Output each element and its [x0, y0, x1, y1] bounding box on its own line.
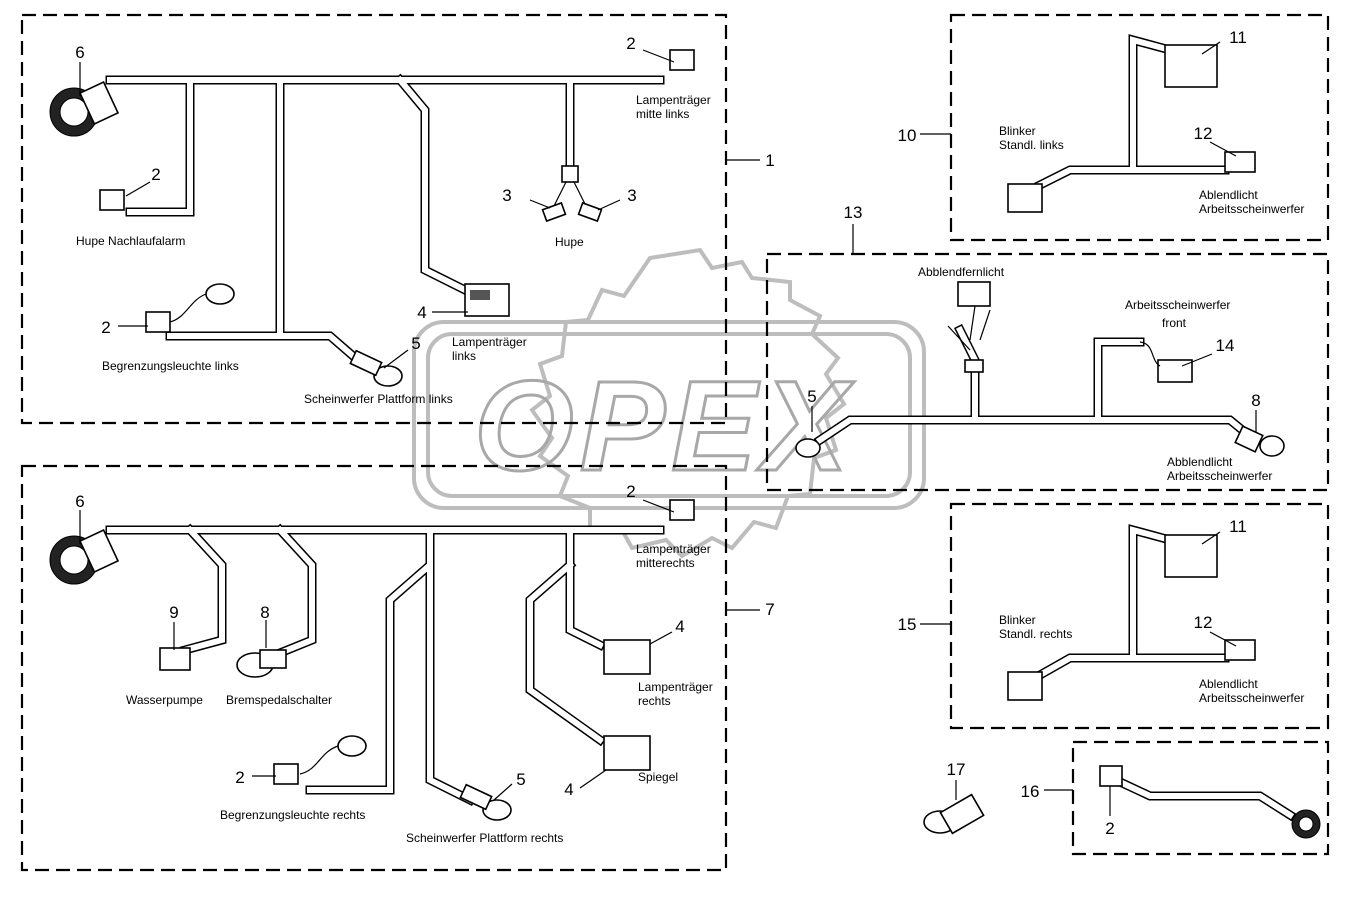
callout-9: 9: [169, 603, 178, 622]
harness-group-7: [49, 499, 695, 821]
opex-watermark: OPEX: [412, 247, 926, 559]
leader-lines: [79, 41, 1257, 816]
callout-2: 2: [101, 318, 110, 337]
callout-13: 13: [844, 203, 863, 222]
group-7-box: [20, 464, 728, 872]
label-ablendlicht-line2: Arbeitsscheinwerfer: [1199, 202, 1304, 216]
label-abblendlicht-line2: Arbeitsscheinwerfer: [1167, 469, 1272, 483]
label-lampentraeger-mitterechts-line2: mitterechts: [636, 556, 695, 570]
callout-3: 3: [627, 186, 636, 205]
label-lampentraeger-mitte-links-line1: Lampenträger: [636, 93, 711, 107]
labels-group-1: Hupe Nachlaufalarm Lampenträger mitte li…: [76, 93, 711, 406]
callout-6: 6: [75, 492, 84, 511]
label-abblendfernlicht: Abblendfernlicht: [918, 265, 1005, 279]
label-abblendlicht-line1: Abblendlicht: [1167, 455, 1233, 469]
watermark-text: OPEX: [474, 355, 854, 498]
label-arbeitsscheinwerfer-front-line1: Arbeitsscheinwerfer: [1125, 298, 1230, 312]
label-lampentraeger-mitte-links-line2: mitte links: [636, 107, 689, 121]
callout-7: 7: [765, 600, 774, 619]
callout-4: 4: [564, 780, 573, 799]
label-lampentraeger-links-line1: Lampenträger: [452, 335, 527, 349]
label-blinker-line1: Blinker: [999, 124, 1036, 138]
group-1-box: [20, 13, 728, 425]
label-lampentraeger-rechts-line2: rechts: [638, 694, 671, 708]
labels-group-15: Blinker Standl. rechts Ablendlicht Arbei…: [999, 613, 1304, 705]
callout-2: 2: [151, 165, 160, 184]
labels-group-13: Abblendfernlicht Arbeitsscheinwerfer fro…: [918, 265, 1272, 483]
label-begrenzungsleuchte-rechts: Begrenzungsleuchte rechts: [220, 808, 365, 822]
callout-4: 4: [675, 617, 684, 636]
label-ablendlicht-line2: Arbeitsscheinwerfer: [1199, 691, 1304, 705]
harness-group-13: [795, 281, 1285, 458]
group-15-box: [949, 502, 1330, 730]
harness-group-10: [1007, 34, 1256, 213]
callout-numbers: 6 2 2 3 3 2 4 5 1 6 2 9 8 4 7 4 2 5 10 1…: [75, 28, 1260, 838]
label-scheinwerfer-plattform-links: Scheinwerfer Plattform links: [304, 392, 453, 406]
label-lampentraeger-rechts-line1: Lampenträger: [638, 680, 713, 694]
callout-2: 2: [235, 768, 244, 787]
label-lampentraeger-links-line2: links: [452, 349, 476, 363]
label-hupe: Hupe: [555, 235, 584, 249]
labels-group-10: Blinker Standl. links Ablendlicht Arbeit…: [999, 124, 1304, 216]
callout-5: 5: [516, 770, 525, 789]
label-ablendlicht-line1: Ablendlicht: [1199, 188, 1258, 202]
label-scheinwerfer-plattform-rechts: Scheinwerfer Plattform rechts: [406, 831, 563, 845]
callout-8: 8: [260, 603, 269, 622]
harness-group-15: [1007, 524, 1256, 701]
labels-group-7: Lampenträger mitterechts Wasserpumpe Bre…: [126, 542, 713, 845]
label-lampentraeger-mitterechts-line1: Lampenträger: [636, 542, 711, 556]
callout-17: 17: [947, 760, 966, 779]
label-blinker-line2: Standl. links: [999, 138, 1064, 152]
group-10-box: [949, 13, 1330, 242]
label-blinker-line1: Blinker: [999, 613, 1036, 627]
callout-14: 14: [1216, 336, 1235, 355]
label-bremspedalschalter: Bremspedalschalter: [226, 693, 332, 707]
harness-group-1: [49, 49, 695, 387]
label-blinker-line2: Standl. rechts: [999, 627, 1072, 641]
callout-2: 2: [626, 34, 635, 53]
callout-8: 8: [1251, 391, 1260, 410]
callout-11: 11: [1229, 28, 1247, 47]
callout-12: 12: [1194, 613, 1213, 632]
callout-11: 11: [1229, 517, 1247, 536]
label-arbeitsscheinwerfer-front-line2: front: [1162, 316, 1187, 330]
part-17-connector: [923, 793, 985, 835]
label-ablendlicht-line1: Ablendlicht: [1199, 677, 1258, 691]
harness-group-16: [1099, 765, 1321, 839]
label-wasserpumpe: Wasserpumpe: [126, 693, 203, 707]
label-hupe-nachlaufalarm: Hupe Nachlaufalarm: [76, 234, 185, 248]
group-13-box: [765, 252, 1330, 492]
callout-4: 4: [417, 303, 426, 322]
group-16-box: [1071, 740, 1330, 856]
callout-16: 16: [1021, 782, 1040, 801]
callout-2: 2: [1105, 819, 1114, 838]
callout-5: 5: [807, 387, 816, 406]
callout-12: 12: [1194, 124, 1213, 143]
callout-1: 1: [765, 151, 774, 170]
callout-3: 3: [502, 186, 511, 205]
callout-2: 2: [626, 482, 635, 501]
callout-15: 15: [898, 615, 917, 634]
callout-10: 10: [898, 126, 917, 145]
callout-6: 6: [75, 43, 84, 62]
label-begrenzungsleuchte-links: Begrenzungsleuchte links: [102, 359, 239, 373]
label-spiegel: Spiegel: [638, 770, 678, 784]
callout-5: 5: [411, 334, 420, 353]
